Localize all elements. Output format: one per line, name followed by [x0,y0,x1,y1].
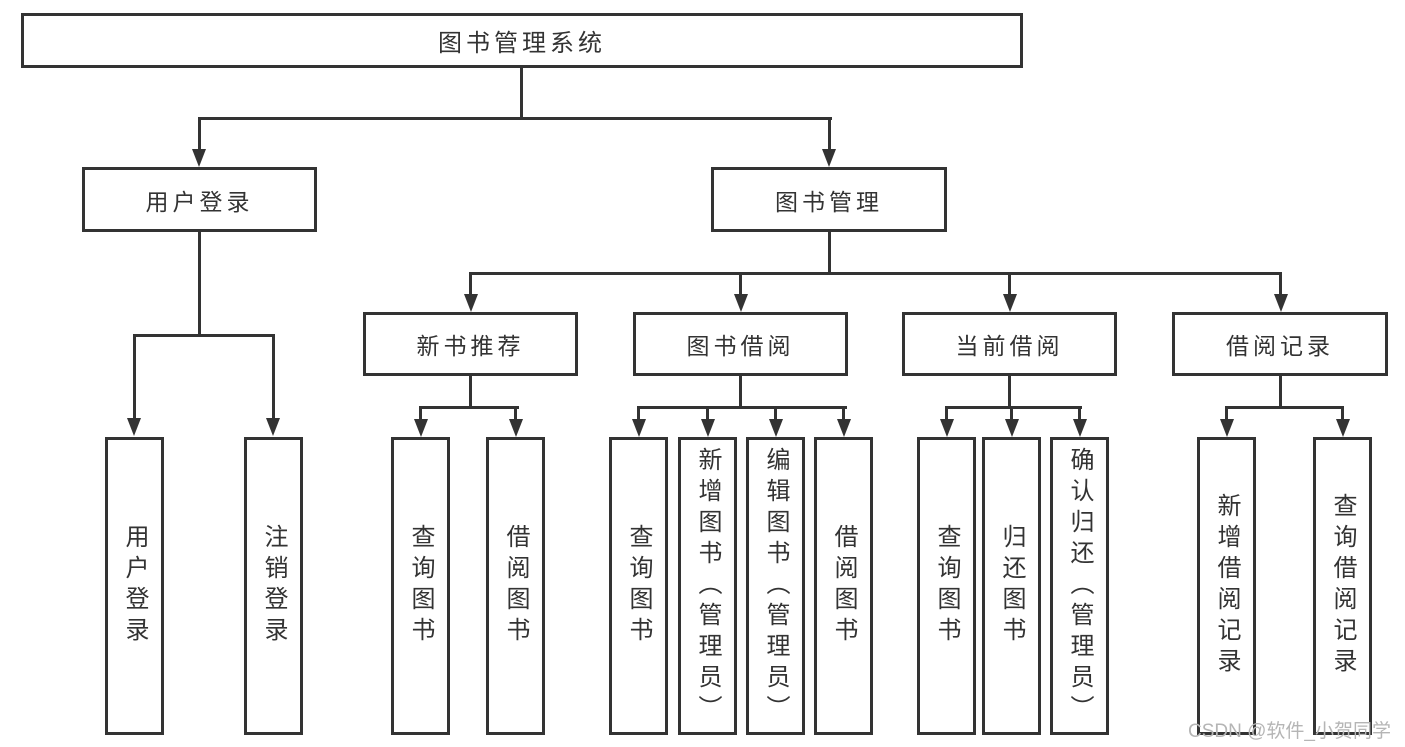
arrow-to-user-login [192,149,206,167]
connector-drop [1078,408,1081,420]
leaf-label: 借阅图书 [830,524,857,648]
connector-borrow-records-bar [1225,406,1344,409]
leaf-add-borrow-record: 新增借阅记录 [1197,437,1256,735]
leaf-query-borrow-record: 查询借阅记录 [1313,437,1372,735]
connector-borrow-records-stem [1279,374,1282,408]
connector-new-book-recommend-bar [419,406,519,409]
connector-drop [774,408,777,420]
connector-drop-leaf-logout [272,336,275,419]
connector-book-borrow-bar [637,406,847,409]
node-book-borrow-label: 图书借阅 [686,333,795,359]
leaf-user-login: 用户登录 [105,437,164,735]
arrow-to-leaf-logout [266,418,280,436]
connector-book-borrow-stem [739,374,742,408]
node-root: 图书管理系统 [21,13,1023,68]
node-new-book-recommend-label: 新书推荐 [416,333,525,359]
arrow-to-leaf [1336,419,1350,437]
leaf-borrow-book: 借阅图书 [814,437,873,735]
leaf-query-book-current: 查询图书 [917,437,976,735]
arrow-to-leaf [769,419,783,437]
node-current-borrow: 当前借阅 [902,312,1117,376]
node-book-borrow: 图书借阅 [633,312,848,376]
leaf-label: 确认归还（管理员） [1066,446,1093,726]
arrow-to-new-book-recommend [464,294,478,312]
arrow-to-leaf-user-login [127,418,141,436]
connector-drop [1225,408,1228,420]
connector-drop-book-borrow [739,274,742,296]
arrow-to-leaf [701,419,715,437]
arrow-to-leaf [509,419,523,437]
leaf-label: 查询图书 [407,524,434,648]
connector-drop-leaf-user-login [133,336,136,419]
connector-user-login-bar [133,334,275,337]
arrow-to-leaf [1005,419,1019,437]
connector-level3-bar [469,272,1282,275]
arrow-to-borrow-records [1274,294,1288,312]
leaf-confirm-return-admin: 确认归还（管理员） [1050,437,1109,735]
arrow-to-book-borrow [734,294,748,312]
connector-root-stem [520,68,523,120]
node-book-management: 图书管理 [711,167,947,232]
node-root-label: 图书管理系统 [438,30,606,57]
leaf-label: 新增图书（管理员） [694,446,721,726]
node-user-login-label: 用户登录 [145,188,254,215]
leaf-label: 借阅图书 [502,524,529,648]
connector-current-borrow-stem [1008,374,1011,408]
leaf-label: 新增借阅记录 [1213,493,1240,679]
arrow-to-leaf [940,419,954,437]
connector-book-management-stem [828,230,831,274]
connector-drop-current-borrow [1008,274,1011,296]
arrow-to-leaf [414,419,428,437]
leaf-label: 编辑图书（管理员） [762,446,789,726]
node-user-login: 用户登录 [82,167,317,232]
arrow-to-current-borrow [1003,294,1017,312]
connector-drop-borrow-records [1279,274,1282,296]
connector-drop [1010,408,1013,420]
leaf-borrow-book-recommend: 借阅图书 [486,437,545,735]
connector-drop-book-management [828,119,831,151]
arrow-to-book-management [822,149,836,167]
node-borrow-records-label: 借阅记录 [1226,333,1334,359]
leaf-query-book-borrow: 查询图书 [609,437,668,735]
leaf-logout: 注销登录 [244,437,303,735]
arrow-to-leaf [632,419,646,437]
arrow-to-leaf [1220,419,1234,437]
connector-drop [706,408,709,420]
leaf-label: 查询借阅记录 [1329,493,1356,679]
connector-current-borrow-bar [945,406,1082,409]
node-borrow-records: 借阅记录 [1172,312,1388,376]
connector-drop-new-book-recommend [469,274,472,296]
node-current-borrow-label: 当前借阅 [955,333,1064,359]
connector-drop [637,408,640,420]
connector-drop [514,408,517,420]
leaf-label: 查询图书 [933,524,960,648]
leaf-return-book: 归还图书 [982,437,1041,735]
connector-drop [1341,408,1344,420]
connector-user-login-stem [198,230,201,336]
connector-level2-bar [198,117,832,120]
watermark-text: CSDN @软件_小贺同学 [1188,721,1391,742]
arrow-to-leaf [837,419,851,437]
connector-drop-user-login [198,119,201,151]
leaf-label: 用户登录 [121,524,148,648]
leaf-query-book-recommend: 查询图书 [391,437,450,735]
connector-drop [419,408,422,420]
connector-new-book-recommend-stem [469,374,472,408]
leaf-edit-book-admin: 编辑图书（管理员） [746,437,805,735]
leaf-label: 查询图书 [625,524,652,648]
node-new-book-recommend: 新书推荐 [363,312,578,376]
leaf-label: 归还图书 [998,524,1025,648]
connector-drop [842,408,845,420]
connector-drop [945,408,948,420]
leaf-label: 注销登录 [260,524,287,648]
node-book-management-label: 图书管理 [775,188,883,215]
leaf-add-book-admin: 新增图书（管理员） [678,437,737,735]
arrow-to-leaf [1073,419,1087,437]
